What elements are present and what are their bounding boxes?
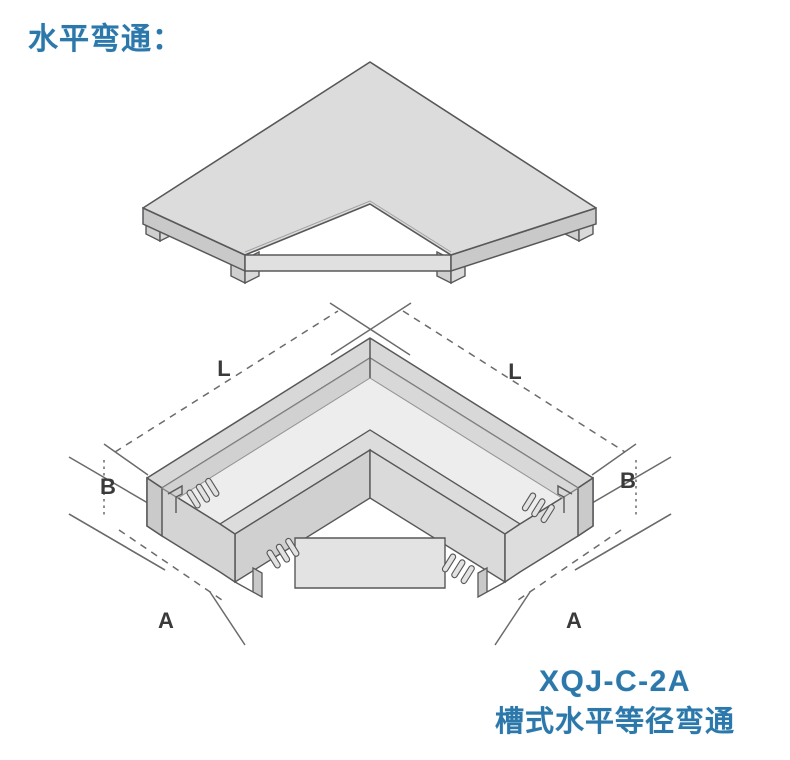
dim-label-A-left: A (158, 608, 174, 633)
dim-leader-A-left-a (68, 513, 166, 571)
dim-label-A-right: A (566, 608, 582, 633)
dim-line-L-left (114, 310, 339, 453)
dim-label-B-left: B (100, 474, 116, 499)
dim-leader-L-right-apex (330, 302, 412, 356)
tray-inner-foot-left (234, 566, 263, 599)
tray-inner-center-panel (294, 537, 446, 589)
product-code: XQJ-C-2A (538, 665, 692, 698)
lid-top-face (142, 61, 597, 256)
lid-edge-inner-front (244, 254, 452, 272)
dim-line-L-right (402, 310, 626, 453)
wall-notch-left (167, 484, 183, 513)
caption-block: XQJ-C-2A 槽式水平等径弯通 (455, 662, 775, 742)
dim-leader-L-right-end (591, 443, 637, 476)
dimension-lines (68, 302, 672, 646)
dim-label-B-right: B (620, 468, 636, 493)
cover-lid (142, 61, 597, 285)
tray-end-cap-left (146, 476, 163, 538)
wall-notch-right (557, 484, 573, 513)
dim-label-L-right: L (508, 359, 521, 384)
tray-end-cap-right (577, 476, 594, 538)
tray-inner-foot-right (477, 566, 506, 599)
tray-body: L L B B A A (68, 302, 672, 646)
lid-inner-crease (244, 200, 452, 253)
dim-leader-A-left-b (209, 591, 246, 646)
page-title: 水平弯通： (28, 23, 183, 56)
product-name: 槽式水平等径弯通 (494, 706, 735, 738)
dim-leader-L-left-end (103, 443, 149, 476)
dim-label-L-left: L (217, 356, 230, 381)
dim-leader-A-right-a (574, 513, 672, 571)
dim-leader-A-right-b (494, 591, 531, 646)
